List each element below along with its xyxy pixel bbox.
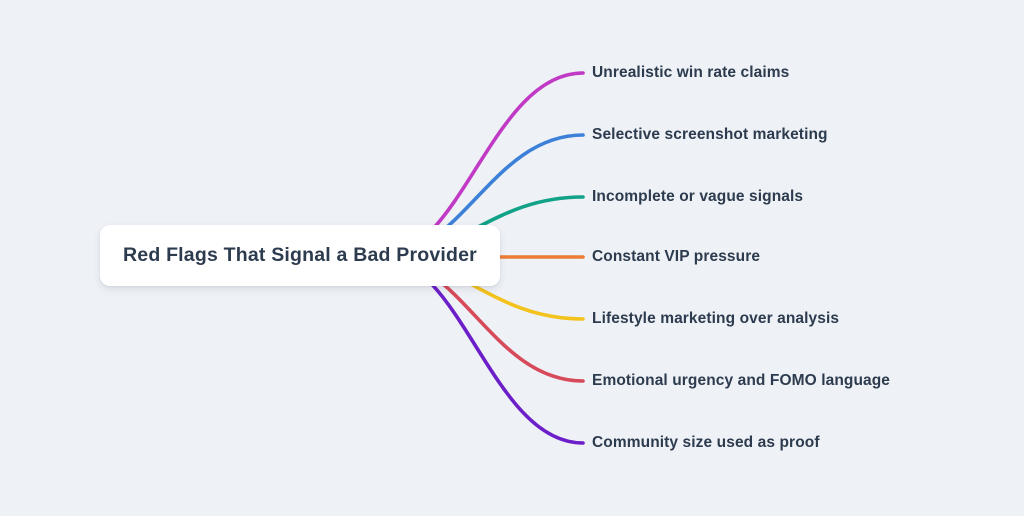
root-node-label: Red Flags That Signal a Bad Provider [123, 244, 477, 266]
branch-node-label[interactable]: Selective screenshot marketing [592, 126, 828, 143]
branch-node-label[interactable]: Incomplete or vague signals [592, 188, 804, 205]
branch-node-label[interactable]: Lifestyle marketing over analysis [592, 310, 840, 327]
branch-node-label[interactable]: Constant VIP pressure [592, 248, 761, 265]
root-node[interactable]: Red Flags That Signal a Bad Provider [100, 225, 500, 286]
branch-node-label[interactable]: Unrealistic win rate claims [592, 64, 790, 81]
branch-node-label[interactable]: Emotional urgency and FOMO language [592, 372, 891, 389]
branch-node-label[interactable]: Community size used as proof [592, 434, 820, 451]
